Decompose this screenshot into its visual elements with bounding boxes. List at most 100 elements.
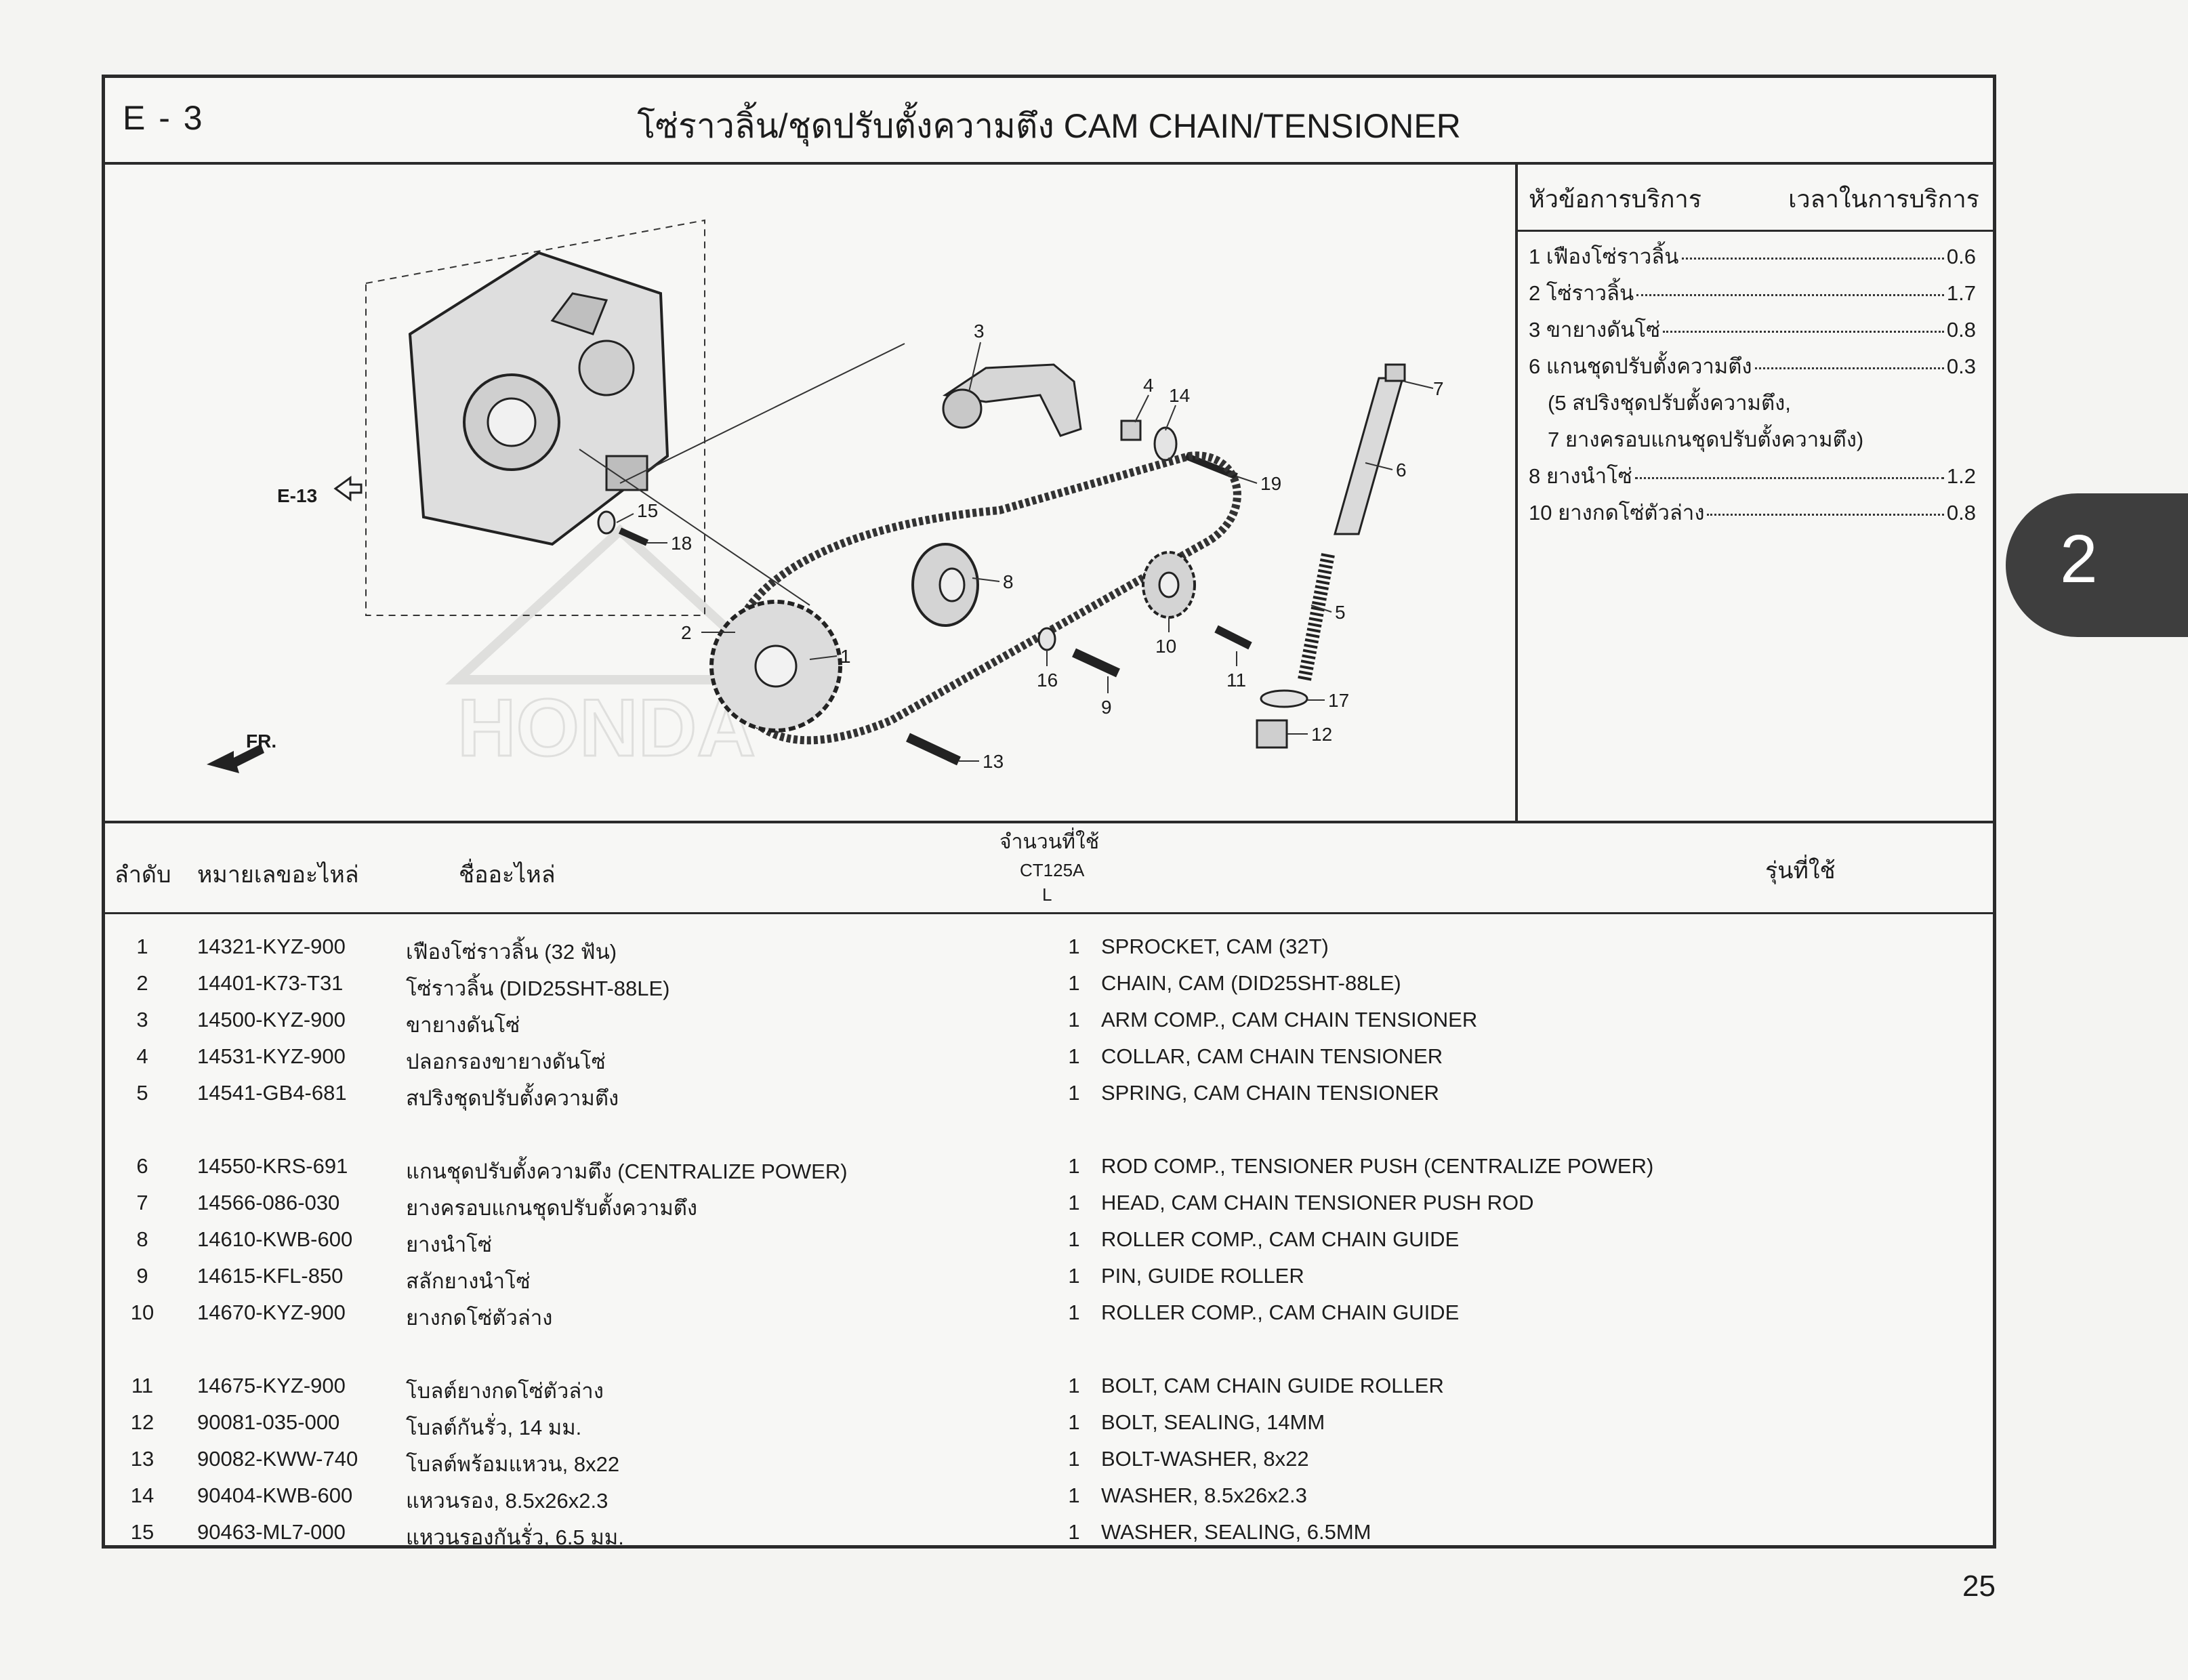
part-name-th-text: แกนชุดปรับตั้งความตึง (CENTRALIZE POWER) (406, 1160, 848, 1183)
crankcase-bolt-part (618, 527, 649, 546)
part-index: 5 (136, 1081, 148, 1105)
part-name-th-text: โซ่ราวลิ้น (DID25SHT-88LE) (406, 977, 670, 1000)
part-name-th: แกนชุดปรับตั้งความตึง (CENTRALIZE POWER) (406, 1154, 1090, 1188)
service-note: 7 ยางครอบแกนชุดปรับตั้งความตึง) (1548, 428, 1864, 451)
part-index: 7 (136, 1191, 148, 1214)
part-name-en: HEAD, CAM CHAIN TENSIONER PUSH ROD (1101, 1191, 1534, 1214)
part-name-th-text: ปลอกรองขายางดันโซ่ (406, 1050, 606, 1073)
svg-text:HONDA: HONDA (457, 682, 756, 773)
part-number: 14541-GB4-681 (197, 1081, 347, 1105)
part-name-th-text: สปริงชุดปรับตั้งความตึง (406, 1086, 619, 1110)
part-name-en: CHAIN, CAM (DID25SHT-88LE) (1101, 971, 1401, 995)
part-name-th-text: ยางนำโซ่ (406, 1233, 492, 1256)
chapter-tab-label: 2 (2060, 521, 2098, 597)
col-no: ลำดับ (115, 862, 171, 888)
service-row: 3 ขายางดันโซ่0.8 (1529, 318, 1976, 342)
part-qty: 1 (1068, 1008, 1080, 1031)
part-index: 3 (136, 1008, 148, 1031)
part-qty: 1 (1068, 971, 1080, 995)
guide-pin-part (1072, 648, 1120, 678)
diagram-drawing: HONDA E-13 (207, 219, 1444, 775)
part-qty: 1 (1068, 1191, 1080, 1214)
ref-arrow-icon (333, 476, 363, 501)
part-name-th-text: โบลต์พร้อมแหวน, 8x22 (406, 1452, 620, 1476)
crankcase-callout-box (365, 219, 705, 616)
part-index: 12 (130, 1410, 154, 1434)
part-index: 13 (130, 1447, 154, 1471)
part-index: 8 (136, 1227, 148, 1251)
col-applicable: รุ่นที่ใช้ (1765, 858, 1836, 884)
callout-13: 13 (983, 751, 1004, 772)
part-name-th: แหวนรอง, 8.5x26x2.3 (406, 1483, 1090, 1517)
front-label: FR. (246, 731, 276, 752)
part-name-th-text: แหวนรองกันรั่ว, 6.5 มม. (406, 1525, 624, 1549)
callout-16: 16 (1037, 670, 1058, 691)
part-name-en: ROLLER COMP., CAM CHAIN GUIDE (1101, 1227, 1460, 1251)
part-name-th-text: โบลต์ยางกดโซ่ตัวล่าง (406, 1379, 604, 1403)
part-qty: 1 (1068, 1520, 1080, 1544)
part-name-th: ยางครอบแกนชุดปรับตั้งความตึง (406, 1191, 1090, 1225)
page-frame: E - 3 โซ่ราวลิ้น/ชุดปรับตั้งความตึง CAM … (102, 75, 1996, 1549)
service-note: (5 สปริงชุดปรับตั้งความตึง, (1548, 391, 1791, 415)
part-number: 14321-KYZ-900 (197, 935, 346, 958)
part-name-th: โบลต์พร้อมแหวน, 8x22 (406, 1447, 1090, 1481)
part-number: 90081-035-000 (197, 1410, 340, 1434)
part-name-th: โบลต์กันรั่ว, 14 มม. (406, 1410, 1090, 1444)
part-name-en: WASHER, SEALING, 6.5MM (1101, 1520, 1371, 1544)
part-name-th: สปริงชุดปรับตั้งความตึง (406, 1081, 1090, 1115)
part-name-th-text: โบลต์กันรั่ว, 14 มม. (406, 1416, 582, 1439)
callout-9: 9 (1101, 697, 1112, 718)
callout-7: 7 (1433, 378, 1444, 399)
part-qty: 1 (1068, 1081, 1080, 1105)
part-number: 14531-KYZ-900 (197, 1044, 346, 1068)
bolt-washer-part (597, 510, 616, 535)
col-model-sub: L (1042, 884, 1052, 905)
part-name-th-text: ขายางดันโซ่ (406, 1013, 520, 1037)
callout-17: 17 (1328, 690, 1349, 711)
col-qty: จำนวนที่ใช้ (999, 831, 1100, 853)
part-qty: 1 (1068, 1264, 1080, 1288)
part-number: 14401-K73-T31 (197, 971, 344, 995)
lower-guide-roller (1142, 551, 1196, 619)
callout-18: 18 (671, 533, 692, 554)
part-name-th: สลักยางนำโซ่ (406, 1264, 1090, 1298)
parts-table-header: ลำดับ หมายเลขอะไหล่ ชื่ออะไหล่ จำนวนที่ใ… (105, 823, 1993, 914)
section-code: E - 3 (123, 99, 205, 137)
part-name-en: PIN, GUIDE ROLLER (1101, 1264, 1304, 1288)
part-qty: 1 (1068, 1483, 1080, 1507)
tensioner-spring (1298, 553, 1335, 681)
callout-5: 5 (1335, 602, 1346, 623)
part-name-en: ROD COMP., TENSIONER PUSH (CENTRALIZE PO… (1101, 1154, 1654, 1178)
callout-2: 2 (681, 622, 692, 643)
callout-15: 15 (637, 500, 658, 521)
seal-washer-part (1260, 689, 1308, 708)
service-topic-header: หัวข้อการบริการ (1529, 185, 1702, 213)
washer-part (1153, 426, 1178, 462)
tensioner-arm (942, 363, 1082, 437)
part-name-en: ARM COMP., CAM CHAIN TENSIONER (1101, 1008, 1478, 1031)
sealing-bolt-part (1256, 719, 1288, 749)
col-part-no: หมายเลขอะไหล่ (197, 862, 359, 888)
part-number: 14615-KFL-850 (197, 1264, 344, 1288)
ref-label: E-13 (277, 485, 317, 506)
part-index: 10 (130, 1300, 154, 1324)
part-index: 1 (136, 935, 148, 958)
cam-chain (726, 451, 1241, 745)
part-index: 15 (130, 1520, 154, 1544)
part-number: 14610-KWB-600 (197, 1227, 353, 1251)
part-number: 90082-KWW-740 (197, 1447, 358, 1471)
front-arrow: FR. (207, 731, 276, 773)
